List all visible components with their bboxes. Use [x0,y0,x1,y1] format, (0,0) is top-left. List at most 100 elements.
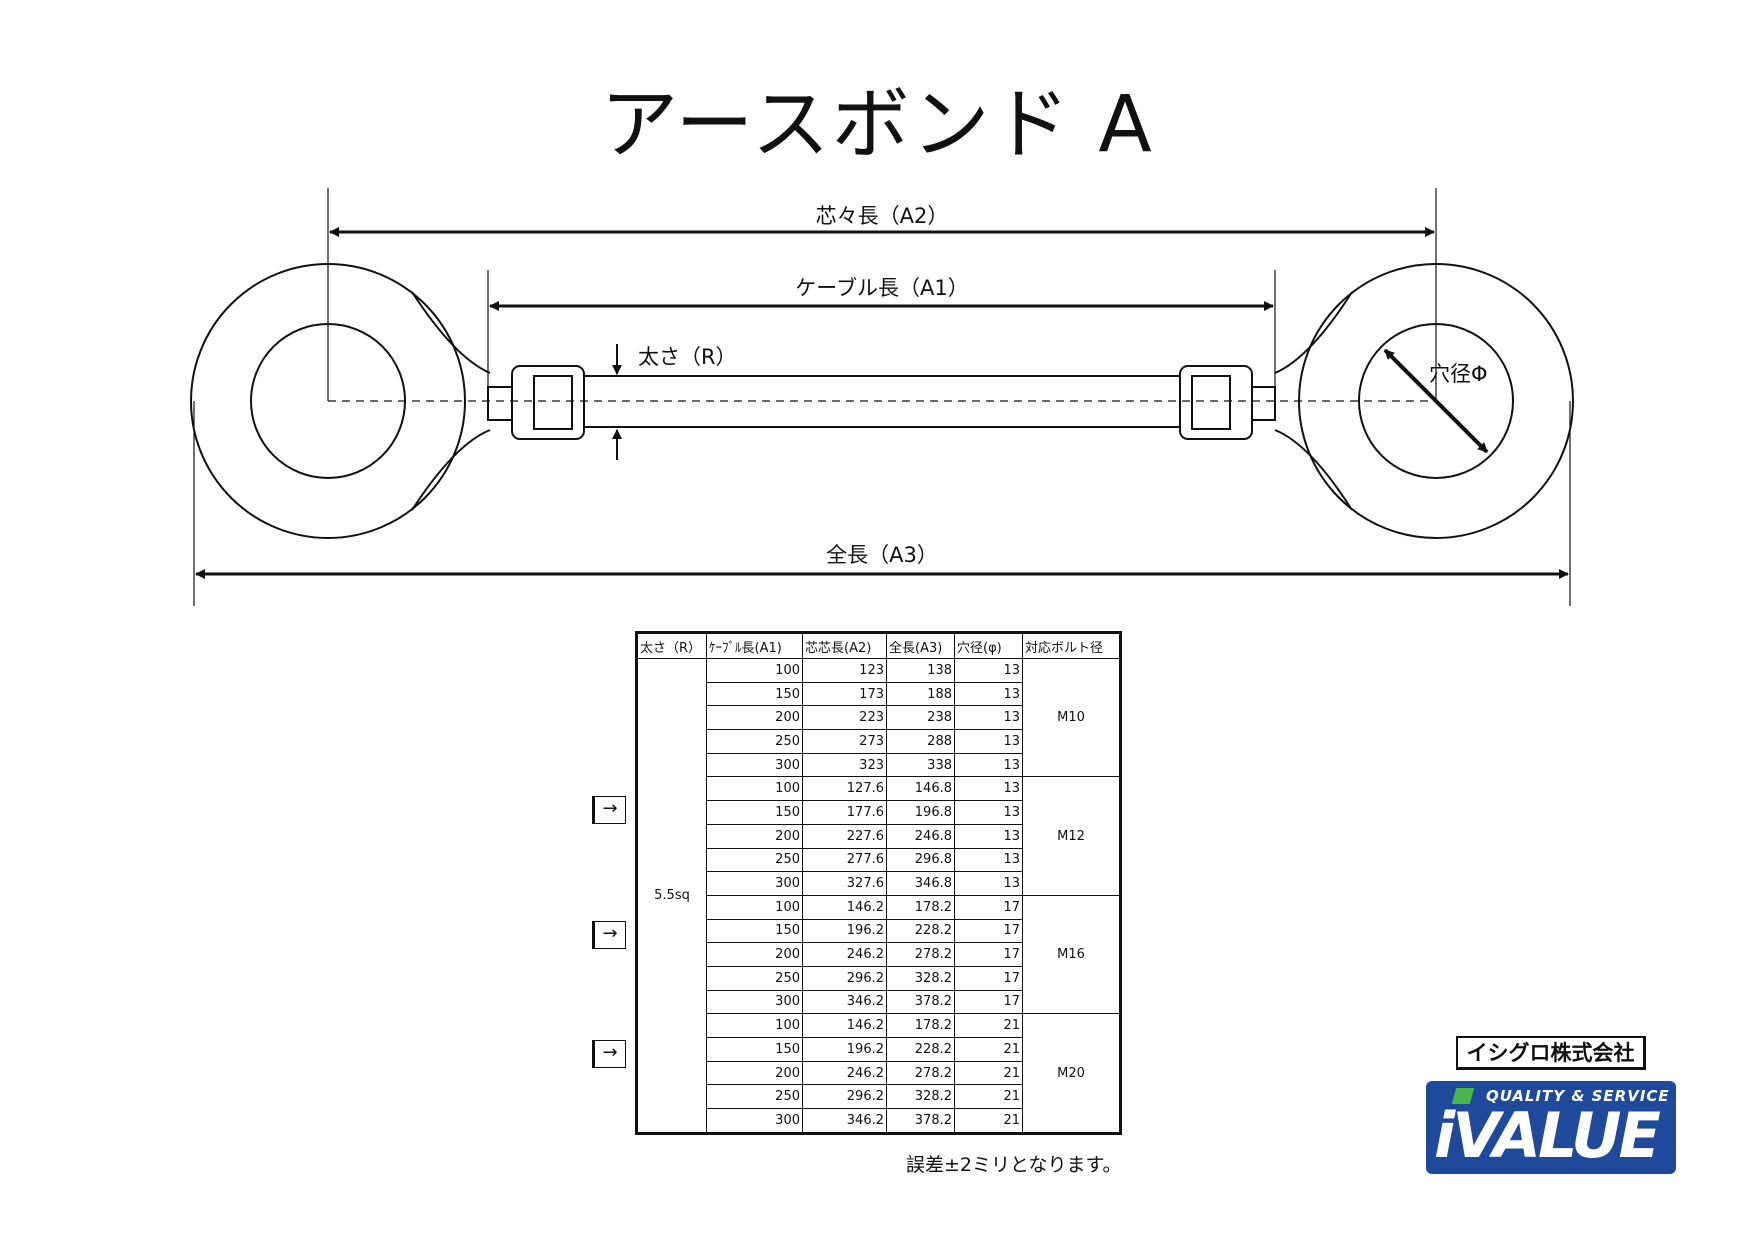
col-header: 太さ（R） [636,632,707,659]
table-cell: 13 [954,729,1023,754]
table-cell: 188 [886,681,955,707]
hole-label: 穴径Φ [1429,362,1488,386]
table-cell: 100 [706,658,803,683]
table-cell: 338 [886,752,955,778]
table-cell: 100 [706,776,803,802]
table-cell: 346.2 [802,1108,887,1134]
table-cell: 13 [954,871,1023,896]
table-cell: 150 [706,1037,803,1062]
table-cell: 246.2 [802,942,887,967]
table-cell: 13 [954,847,1023,873]
table-cell: 200 [706,1060,803,1086]
table-cell: 346.8 [886,871,955,896]
table-cell: 196.2 [802,1037,887,1062]
thickness-cell: 5.5sq [636,658,707,1134]
earth-bond-diagram: 芯々長（A2） ケーブル長（A1） 全長（A3） 太さ（R） 穴径Φ [190,188,1574,606]
table-cell: 21 [954,1060,1023,1086]
a3-label: 全長（A3） [826,543,938,567]
table-cell: 227.6 [802,823,887,849]
table-cell: 13 [954,800,1023,825]
row-marker: → [592,1040,626,1068]
col-header: 全長(A3) [886,632,955,659]
table-cell: 146.2 [802,1013,887,1038]
table-cell: 13 [954,823,1023,849]
bolt-size-cell: M16 [1022,894,1121,1015]
table-cell: 13 [954,776,1023,802]
table-cell: 228.2 [886,1037,955,1062]
table-cell: 296.2 [802,965,887,991]
table-cell: 178.2 [886,1013,955,1038]
table-cell: 278.2 [886,1060,955,1086]
table-cell: 138 [886,658,955,683]
table-cell: 327.6 [802,871,887,896]
page-title: アースボンド A [600,80,1154,170]
table-cell: 246.8 [886,823,955,849]
sleeve-right [1179,365,1276,440]
table-cell: 17 [954,894,1023,920]
table-cell: 346.2 [802,989,887,1015]
table-cell: 296.2 [802,1084,887,1110]
table-cell: 196.2 [802,918,887,944]
a1-label: ケーブル長（A1） [795,276,968,300]
bolt-size-cell: M12 [1022,776,1121,896]
table-cell: 13 [954,705,1023,731]
table-cell: 150 [706,918,803,944]
table-cell: 146.8 [886,776,955,802]
table-cell: 200 [706,942,803,967]
spec-table: 太さ（R） ｹｰﾌﾞﾙ長(A1) 芯芯長(A2) 全長(A3) 穴径(φ) 対応… [635,631,1122,1135]
col-header: 対応ボルト径 [1022,632,1121,659]
row-marker: → [592,921,626,949]
table-cell: 277.6 [802,847,887,873]
table-cell: 123 [802,658,887,683]
r-label: 太さ（R） [638,345,737,369]
table-cell: 17 [954,918,1023,944]
table-cell: 378.2 [886,1108,955,1134]
table-cell: 223 [802,705,887,731]
company-name: イシグロ株式会社 [1456,1036,1646,1070]
table-cell: 250 [706,1084,803,1110]
table-cell: 250 [706,965,803,991]
table-cell: 300 [706,871,803,896]
table-cell: 250 [706,729,803,754]
table-cell: 173 [802,681,887,707]
table-cell: 278.2 [886,942,955,967]
table-cell: 13 [954,658,1023,683]
table-cell: 150 [706,681,803,707]
table-cell: 21 [954,1108,1023,1134]
table-header-row: 太さ（R） ｹｰﾌﾞﾙ長(A1) 芯芯長(A2) 全長(A3) 穴径(φ) 対応… [636,632,1121,659]
table-cell: 323 [802,752,887,778]
table-cell: 246.2 [802,1060,887,1086]
table-cell: 127.6 [802,776,887,802]
table-cell: 13 [954,752,1023,778]
tolerance-note: 誤差±2ミリとなります。 [906,1154,1122,1176]
table-cell: 200 [706,823,803,849]
table-cell: 17 [954,989,1023,1015]
table-cell: 146.2 [802,894,887,920]
table-cell: 196.8 [886,800,955,825]
logo-tagline: QUALITY & SERVICE [1486,1087,1670,1105]
table-cell: 177.6 [802,800,887,825]
table-cell: 273 [802,729,887,754]
bolt-size-cell: M20 [1022,1013,1121,1134]
a2-label: 芯々長（A2） [816,204,949,228]
table-cell: 250 [706,847,803,873]
table-cell: 300 [706,989,803,1015]
table-cell: 150 [706,800,803,825]
col-header: ｹｰﾌﾞﾙ長(A1) [706,632,803,659]
table-cell: 296.8 [886,847,955,873]
